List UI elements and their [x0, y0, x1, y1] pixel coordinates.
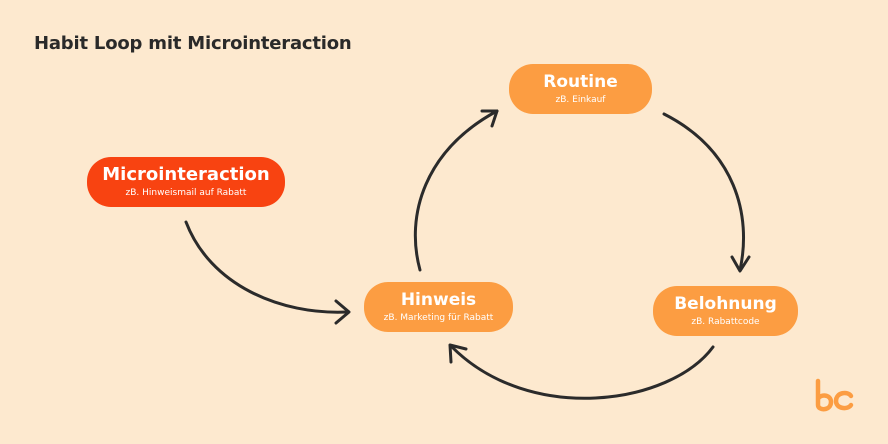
node-microinteraction: Microinteraction zB. Hinweismail auf Rab…: [87, 157, 285, 207]
node-hinweis: Hinweis zB. Marketing für Rabatt: [364, 282, 513, 332]
arrow-belohnung-to-hinweis: [450, 345, 715, 400]
node-routine-sub: zB. Einkauf: [555, 95, 606, 105]
node-microinteraction-sub: zB. Hinweismail auf Rabatt: [125, 188, 247, 198]
node-belohnung: Belohnung zB. Rabattcode: [653, 286, 798, 336]
arrowhead-micro-to-hinweis: [334, 299, 351, 325]
page-title: Habit Loop mit Microinteraction: [34, 33, 352, 54]
node-hinweis-sub: zB. Marketing für Rabatt: [383, 313, 494, 323]
arrowhead-routine-to-belohnung: [730, 255, 751, 273]
arrow-routine-to-belohnung: [662, 112, 746, 272]
arrow-micro-to-hinweis: [184, 220, 349, 314]
bc-logo-icon: [815, 378, 854, 412]
node-belohnung-sub: zB. Rabattcode: [691, 317, 760, 327]
arrow-hinweis-to-routine: [413, 109, 499, 272]
arrowhead-hinweis-to-routine: [480, 109, 499, 128]
arrowhead-belohnung-to-hinweis: [448, 343, 468, 364]
node-belohnung-label: Belohnung: [674, 294, 777, 314]
node-routine-label: Routine: [543, 72, 618, 92]
node-routine: Routine zB. Einkauf: [509, 64, 652, 114]
node-hinweis-label: Hinweis: [400, 290, 477, 310]
node-microinteraction-label: Microinteraction: [102, 164, 270, 185]
